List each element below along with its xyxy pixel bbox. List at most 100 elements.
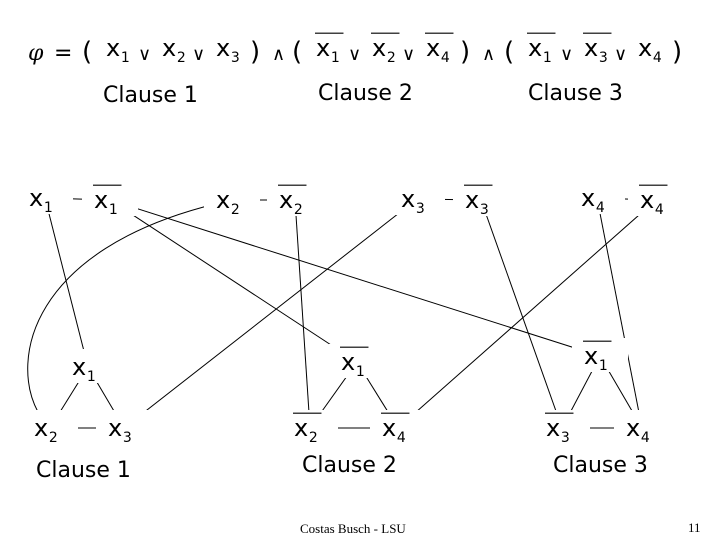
formula-close-paren: ) (460, 37, 470, 67)
node-literal-subscript: 4 (397, 430, 406, 446)
node-background (82, 182, 138, 216)
node-literal-letter: x (581, 184, 595, 212)
node-literal-letter: x (108, 414, 122, 442)
node-background (614, 410, 670, 444)
page-number: 11 (688, 520, 701, 535)
node-literal-letter: x (279, 186, 293, 214)
formula-or: ∨ (614, 44, 627, 65)
node-literal-letter: x (34, 414, 48, 442)
top-clause-label-2: Clause 2 (318, 81, 413, 106)
bottom-clause-label-1: Clause 1 (36, 458, 131, 483)
formula-literal-subscript: 1 (331, 50, 340, 66)
formula-and: ∧ (482, 44, 495, 65)
node-literal-subscript: 3 (123, 430, 132, 446)
node-literal-subscript: 3 (416, 201, 425, 217)
graph-edge (480, 199, 563, 429)
formula-equals: = (54, 41, 72, 66)
node-background (453, 182, 509, 216)
node-literal-subscript: 1 (87, 369, 96, 385)
node-background (96, 410, 152, 444)
node-literal-letter: x (401, 185, 415, 213)
formula-literal-letter: x (584, 34, 598, 62)
bottom-clause-label-2: Clause 2 (302, 453, 397, 478)
node-literal-letter: x (94, 186, 108, 214)
node-background (370, 410, 426, 444)
formula-open-paren: ( (82, 37, 92, 67)
node-literal-subscript: 1 (44, 200, 53, 216)
formula-open-paren: ( (292, 37, 302, 67)
node-literal-subscript: 1 (599, 358, 608, 374)
formula-literal-subscript: 1 (543, 50, 552, 66)
formula-literal-letter: x (426, 34, 440, 62)
formula-literal-letter: x (162, 34, 176, 62)
formula-literal-subscript: 3 (599, 50, 608, 66)
node-literal-letter: x (72, 353, 86, 381)
node-literal-letter: x (546, 414, 560, 442)
formula-literal-letter: x (316, 34, 330, 62)
formula-literal-subscript: 4 (653, 50, 662, 66)
node-literal-letter: x (216, 186, 230, 214)
formula-literal-subscript: 3 (231, 50, 240, 66)
node-background (204, 182, 260, 216)
footer-author: Costas Busch - LSU (300, 521, 406, 536)
formula-literal-letter: x (106, 34, 120, 62)
graph-edge (44, 197, 89, 368)
node-literal-subscript: 1 (109, 202, 118, 218)
node-background (389, 181, 445, 215)
graph-edge (294, 199, 311, 429)
graph-edge (109, 199, 358, 363)
node-literal-letter: x (294, 414, 308, 442)
bottom-clause-label-3: Clause 3 (553, 453, 648, 478)
node-background (282, 410, 338, 444)
node-literal-subscript: 2 (294, 202, 303, 218)
node-literal-subscript: 3 (480, 202, 489, 218)
graph-edge (109, 199, 601, 357)
formula-close-paren: ) (672, 37, 682, 67)
formula-or: ∨ (348, 44, 361, 65)
graph-edge (27, 203, 216, 413)
node-literal-letter: x (465, 186, 479, 214)
node-literal-letter: x (640, 186, 654, 214)
formula-literal-subscript: 2 (177, 50, 186, 66)
node-background (534, 410, 590, 444)
graph-edge (397, 199, 657, 429)
node-background (569, 180, 625, 214)
graph-edge (596, 197, 643, 429)
node-literal-letter: x (584, 342, 598, 370)
node-literal-subscript: 2 (49, 430, 58, 446)
node-literal-letter: x (382, 414, 396, 442)
graph-edge (123, 198, 418, 429)
